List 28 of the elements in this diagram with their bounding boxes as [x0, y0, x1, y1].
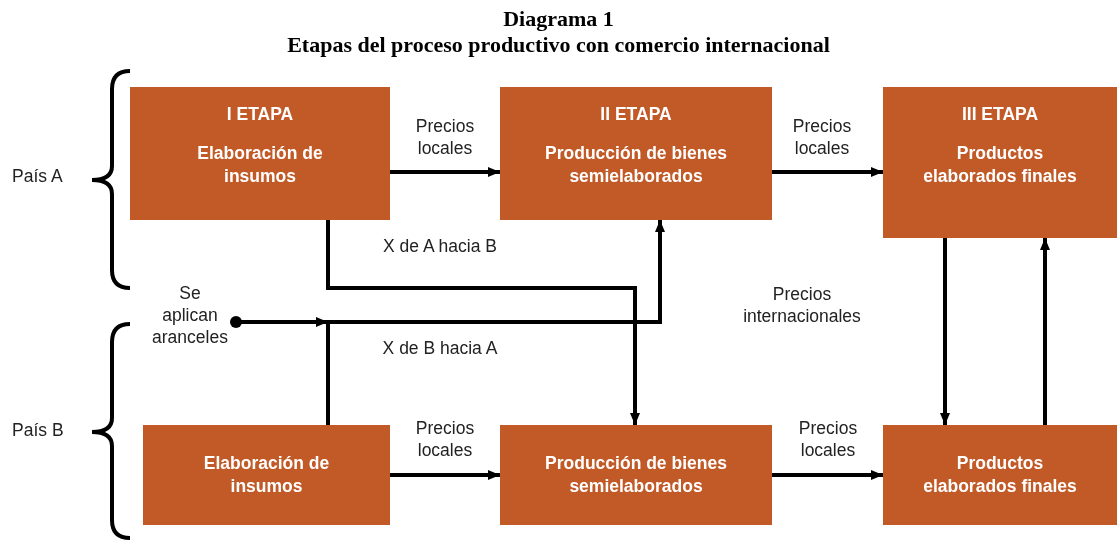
stage-box — [130, 87, 390, 220]
country-label: País A — [12, 166, 64, 188]
stage-heading: I ETAPA — [226, 103, 294, 126]
stage-description: Productos elaborados finales — [922, 141, 1078, 188]
arrow — [1040, 238, 1050, 425]
arrow — [390, 167, 500, 177]
diagram-title: Diagrama 1 — [502, 6, 615, 32]
stage-description: Productos elaborados finales — [922, 452, 1078, 498]
arrow — [230, 316, 328, 328]
arrow — [772, 167, 883, 177]
stage-description: Producción de bienes semielaborados — [544, 141, 728, 188]
tariff-note: Se aplican aranceles — [150, 283, 230, 361]
stage-description: Elaboración de insumos — [196, 141, 324, 188]
stage-heading: III ETAPA — [961, 103, 1039, 126]
stage-box — [883, 87, 1117, 238]
stage-box — [883, 425, 1117, 525]
stage-heading: II ETAPA — [600, 103, 672, 126]
arrow — [772, 470, 883, 480]
arrow — [940, 238, 950, 425]
stage-description: Elaboración de insumos — [202, 452, 331, 498]
stage-description: Producción de bienes semielaborados — [544, 452, 728, 498]
stage-box — [143, 425, 390, 525]
arrow — [390, 470, 500, 480]
stage-box — [500, 87, 772, 220]
diagram-subtitle: Etapas del proceso productivo con comercio internacional — [286, 32, 831, 58]
country-label: País B — [12, 420, 65, 442]
price-label: Precios internacionales — [742, 284, 862, 328]
stage-box — [500, 425, 772, 525]
